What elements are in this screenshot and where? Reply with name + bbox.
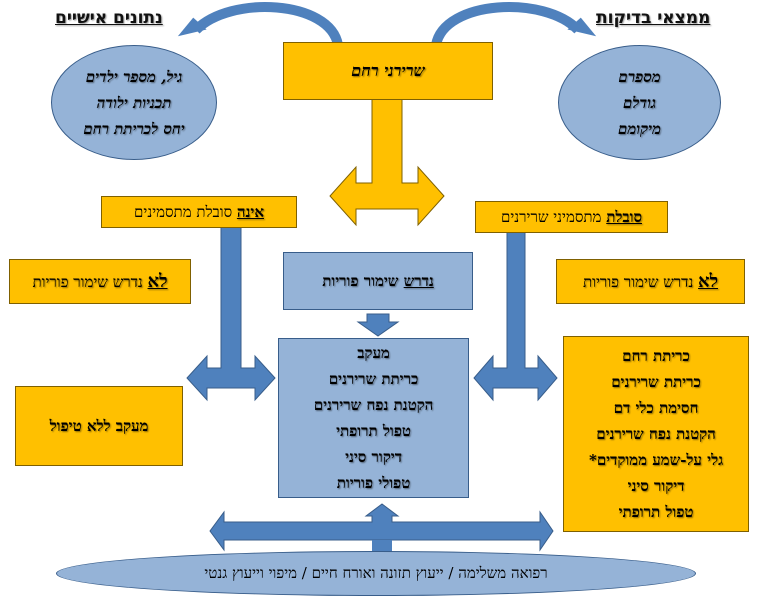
no-fertility-right-emphasis: לא	[698, 271, 719, 292]
not-suffering-emphasis: אינה	[236, 202, 264, 221]
findings-line: גודלם	[623, 93, 656, 112]
option-item: כריתת שרירנים	[611, 373, 701, 391]
fertility-options-box: מעקב כריתת שרירנים הקטנת נפח שרירנים טפו…	[278, 338, 469, 498]
curved-arrow-left-icon	[177, 2, 343, 47]
option-item: גלי על-שמע ממוקדים*	[588, 451, 724, 469]
option-item: טפול תרופתי	[618, 503, 694, 521]
no-fertility-left-box: לא נדרש שימור פוריות	[9, 259, 191, 304]
bottom-double-arrow-icon	[209, 503, 554, 554]
blue-arrow-right-branch-icon	[473, 231, 558, 402]
yellow-split-arrow-icon	[329, 97, 445, 227]
findings-line: מספרם	[618, 67, 661, 86]
monitoring-box: מעקב ללא טיפול	[15, 386, 183, 466]
option-item: טפול תרופתי	[336, 422, 411, 440]
curved-arrow-right-icon	[431, 2, 597, 47]
personal-data-line: גיל, מספר ילדים	[85, 67, 183, 86]
blue-arrow-left-branch-icon	[186, 226, 276, 402]
treatment-options-box: כריתת רחם כריתת שרירנים חסימת כלי דם הקט…	[563, 336, 749, 532]
no-fertility-left-emphasis: לא	[147, 271, 168, 292]
suffering-emphasis: סובלת	[606, 207, 642, 226]
not-suffering-text: סובלת מתסמינים	[134, 202, 237, 221]
complementary-ellipse: רפואה משלימה / ייעוץ תזונה ואורח חיים / …	[56, 551, 696, 596]
fertility-required-box: נדרש שימור פוריות	[283, 252, 473, 310]
personal-data-ellipse: גיל, מספר ילדים תכניות ילודה יחס לכריתת …	[51, 45, 217, 160]
fertility-required-emphasis: נדרש	[403, 271, 434, 290]
findings-line: מיקומם	[618, 119, 661, 138]
option-item: דיקור סיני	[627, 477, 685, 495]
option-item: כריתת רחם	[622, 347, 690, 365]
test-findings-ellipse: מספרם גודלם מיקומם	[558, 45, 721, 160]
option-item: הקטנת נפח שרירנים	[313, 396, 434, 414]
option-item: חסימת כלי דם	[613, 399, 699, 417]
personal-data-line: תכניות ילודה	[96, 93, 172, 112]
suffering-text: מתסמיני שרירנים	[501, 207, 607, 226]
down-arrow-icon	[356, 313, 400, 337]
option-item: הקטנת נפח שרירנים	[596, 425, 716, 443]
option-item: מעקב	[357, 344, 390, 362]
not-suffering-box: אינה סובלת מתסמינים	[101, 196, 297, 228]
complementary-text: רפואה משלימה / ייעוץ תזונה ואורח חיים / …	[204, 564, 548, 582]
heading-personal-data: נתונים אישיים	[55, 8, 163, 28]
personal-data-line: יחס לכריתת רחם	[83, 119, 185, 138]
heading-test-findings: ממצאי בדיקות	[596, 8, 711, 28]
option-item: כריתת שרירנים	[328, 370, 419, 388]
option-item: דיקור סיני	[345, 448, 402, 466]
option-item: טפולי פוריות	[336, 474, 411, 492]
no-fertility-right-text: נדרש שימור פוריות	[583, 273, 699, 291]
fertility-required-text: שימור פוריות	[322, 271, 404, 290]
suffering-box: סובלת מתסמיני שרירנים	[475, 201, 668, 233]
no-fertility-left-text: נדרש שימור פוריות	[32, 273, 148, 291]
fibroids-box: שרירני רחם	[283, 42, 493, 100]
no-fertility-right-box: לא נדרש שימור פוריות	[556, 259, 745, 304]
